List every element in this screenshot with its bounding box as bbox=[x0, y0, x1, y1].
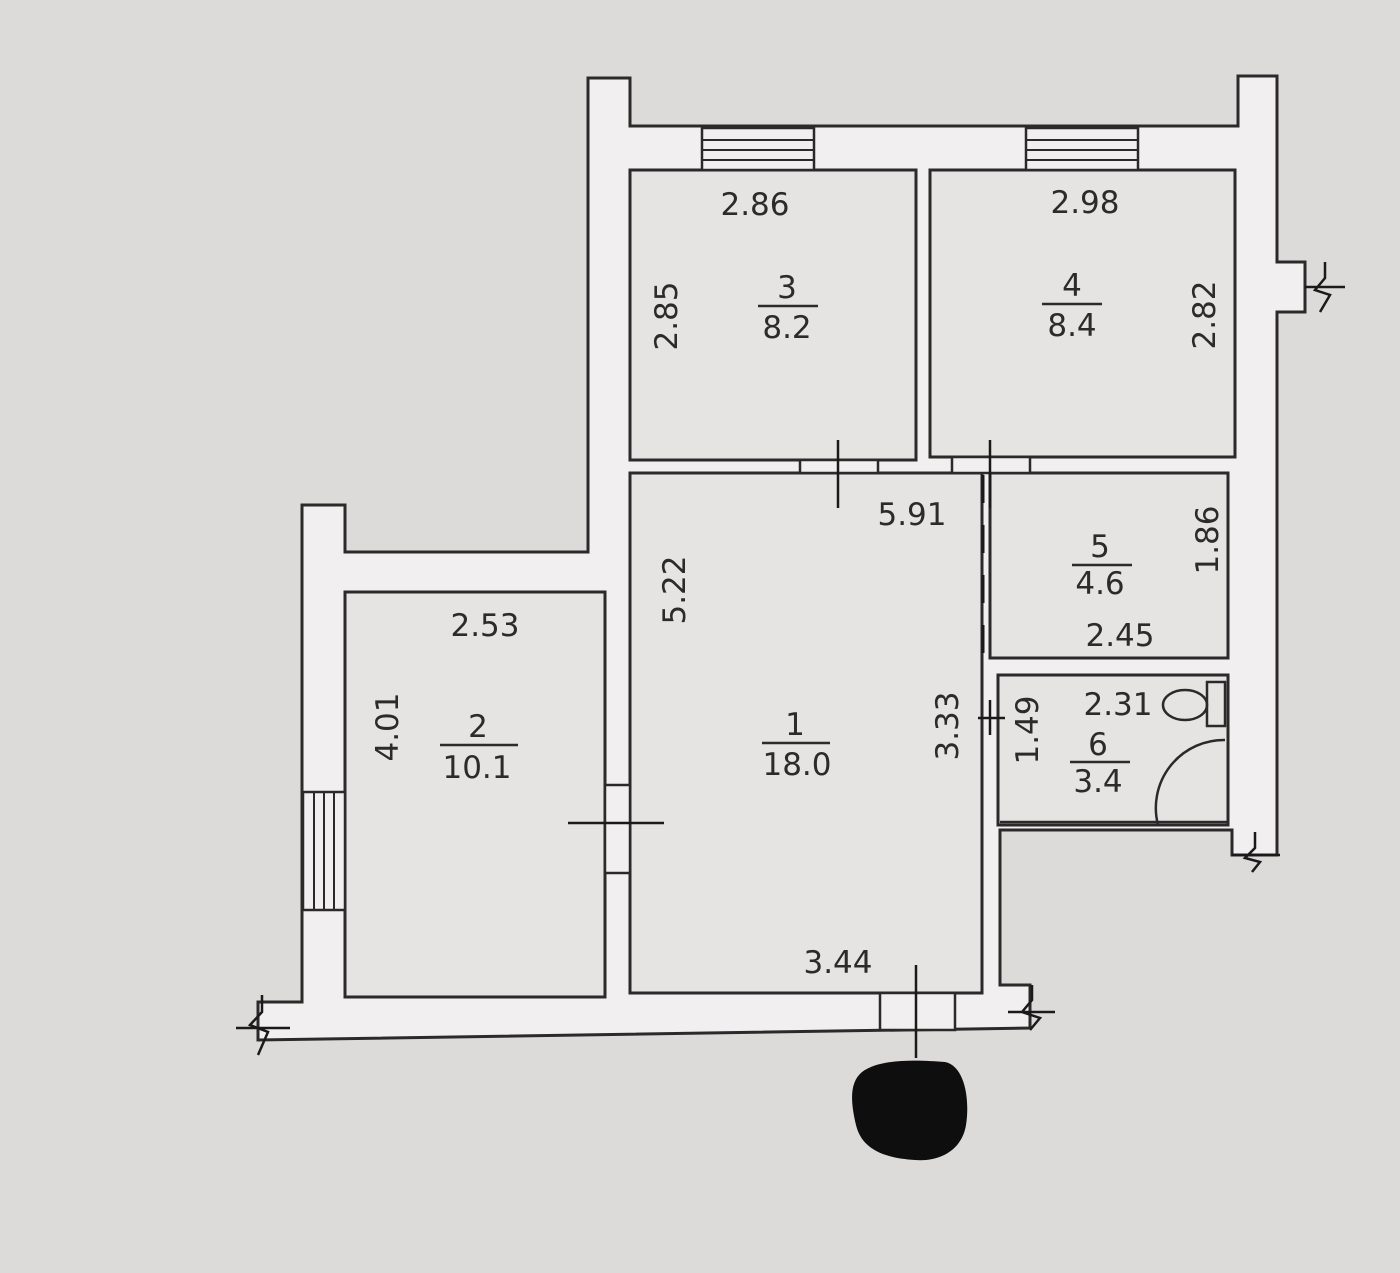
room-2-number: 2 bbox=[468, 709, 488, 745]
room-1-area: 18.0 bbox=[762, 747, 831, 783]
label-room-4: 4 8.4 bbox=[1042, 268, 1102, 344]
dim-hall-width: 5.91 bbox=[877, 497, 946, 533]
room-5-area: 4.6 bbox=[1075, 566, 1124, 602]
label-room-6: 6 3.4 bbox=[1070, 727, 1130, 800]
room-3 bbox=[628, 168, 918, 462]
dim-room2-width: 2.53 bbox=[450, 608, 519, 644]
room-3-area: 8.2 bbox=[762, 310, 811, 346]
dim-room2-height: 4.01 bbox=[370, 692, 406, 761]
room-6-number: 6 bbox=[1088, 727, 1108, 763]
room-2-area: 10.1 bbox=[442, 750, 511, 786]
room-6 bbox=[996, 673, 1230, 827]
dim-room5-height: 1.86 bbox=[1190, 505, 1226, 574]
dim-room1-partial: 3.33 bbox=[930, 691, 966, 760]
toilet-icon bbox=[1161, 680, 1227, 728]
door-swing-icon bbox=[1154, 738, 1226, 826]
room-4 bbox=[928, 168, 1237, 459]
break-marker-lower-right bbox=[1232, 832, 1280, 873]
room-6-area: 3.4 bbox=[1073, 764, 1122, 800]
label-room-5: 5 4.6 bbox=[1072, 529, 1132, 602]
window-room-4 bbox=[1024, 126, 1140, 172]
label-room-2: 2 10.1 bbox=[440, 709, 518, 786]
room-1 bbox=[628, 471, 984, 995]
door-room-2 bbox=[568, 783, 664, 875]
door-room-6 bbox=[978, 700, 1005, 735]
label-room-3: 3 8.2 bbox=[758, 270, 818, 346]
label-room-1: 1 18.0 bbox=[762, 707, 832, 783]
dim-room6-width: 2.31 bbox=[1083, 687, 1152, 723]
break-marker-bottom-left bbox=[236, 995, 290, 1056]
dim-room4-height: 2.82 bbox=[1187, 280, 1223, 349]
dim-room6-height: 1.49 bbox=[1010, 695, 1046, 764]
dim-room4-width: 2.98 bbox=[1050, 185, 1119, 221]
door-room-4 bbox=[950, 440, 1032, 508]
dim-room3-width: 2.86 bbox=[720, 187, 789, 223]
room-4-area: 8.4 bbox=[1047, 308, 1096, 344]
break-marker-right bbox=[1305, 262, 1345, 313]
room-4-number: 4 bbox=[1062, 268, 1082, 304]
room-5-number: 5 bbox=[1090, 529, 1110, 565]
door-room-3 bbox=[798, 440, 880, 508]
dim-room1-height: 5.22 bbox=[657, 555, 693, 624]
window-room-2 bbox=[301, 790, 347, 912]
room-1-number: 1 bbox=[785, 707, 805, 743]
ink-blot bbox=[852, 1060, 968, 1161]
break-marker-bottom-right bbox=[1008, 985, 1055, 1031]
room-2 bbox=[343, 590, 607, 999]
entrance-door bbox=[878, 965, 957, 1058]
dim-room1-width: 3.44 bbox=[803, 945, 872, 981]
room-3-number: 3 bbox=[777, 270, 797, 306]
dim-room5-width: 2.45 bbox=[1085, 618, 1154, 654]
dim-room3-height: 2.85 bbox=[649, 281, 685, 350]
window-room-3 bbox=[700, 126, 816, 172]
